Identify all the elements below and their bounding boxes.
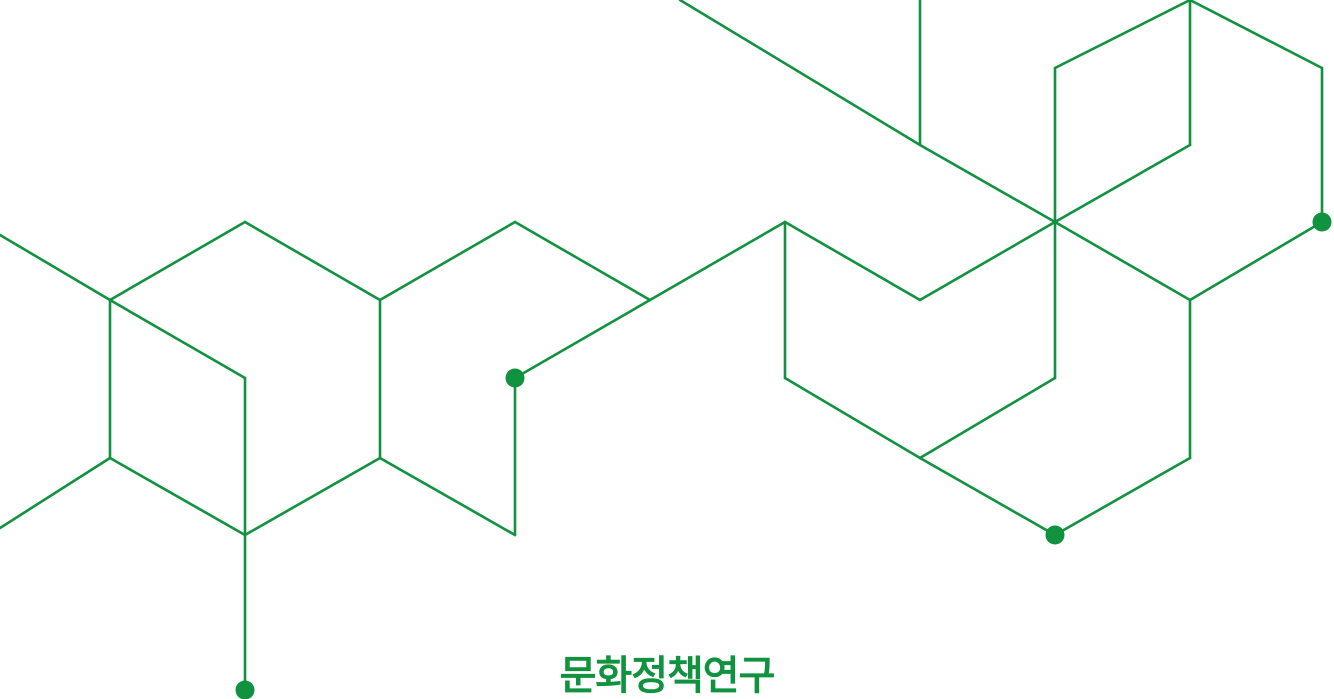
pattern-node-dot <box>1045 525 1065 545</box>
pattern-line <box>648 220 787 302</box>
pattern-line <box>243 456 382 537</box>
pattern-line <box>1188 220 1324 302</box>
pattern-line <box>918 376 1057 460</box>
pattern-line <box>783 220 922 302</box>
pattern-line <box>1188 0 1324 70</box>
pattern-line <box>1053 220 1192 302</box>
pattern-node-dot <box>505 368 525 388</box>
pattern-line <box>378 456 517 537</box>
pattern-line <box>1053 143 1192 224</box>
pattern-line <box>918 220 1057 302</box>
pattern-line <box>513 298 652 380</box>
pattern-line <box>243 220 382 302</box>
pattern-line <box>1053 456 1192 537</box>
pattern-line <box>0 456 112 530</box>
pattern-node-dot <box>235 680 255 699</box>
pattern-line <box>918 456 1057 537</box>
pattern-line <box>108 456 247 537</box>
pattern-line <box>378 220 517 302</box>
pattern-line <box>1053 0 1192 70</box>
pattern-line <box>783 376 922 460</box>
pattern-line <box>0 233 112 302</box>
pattern-node-dot <box>1312 212 1332 232</box>
cover-title: 문화정책연구 <box>559 653 776 699</box>
pattern-line <box>108 220 247 302</box>
pattern-line <box>918 143 1057 224</box>
pattern-line <box>513 220 652 302</box>
pattern-line <box>678 0 922 147</box>
pattern-line <box>108 298 247 380</box>
